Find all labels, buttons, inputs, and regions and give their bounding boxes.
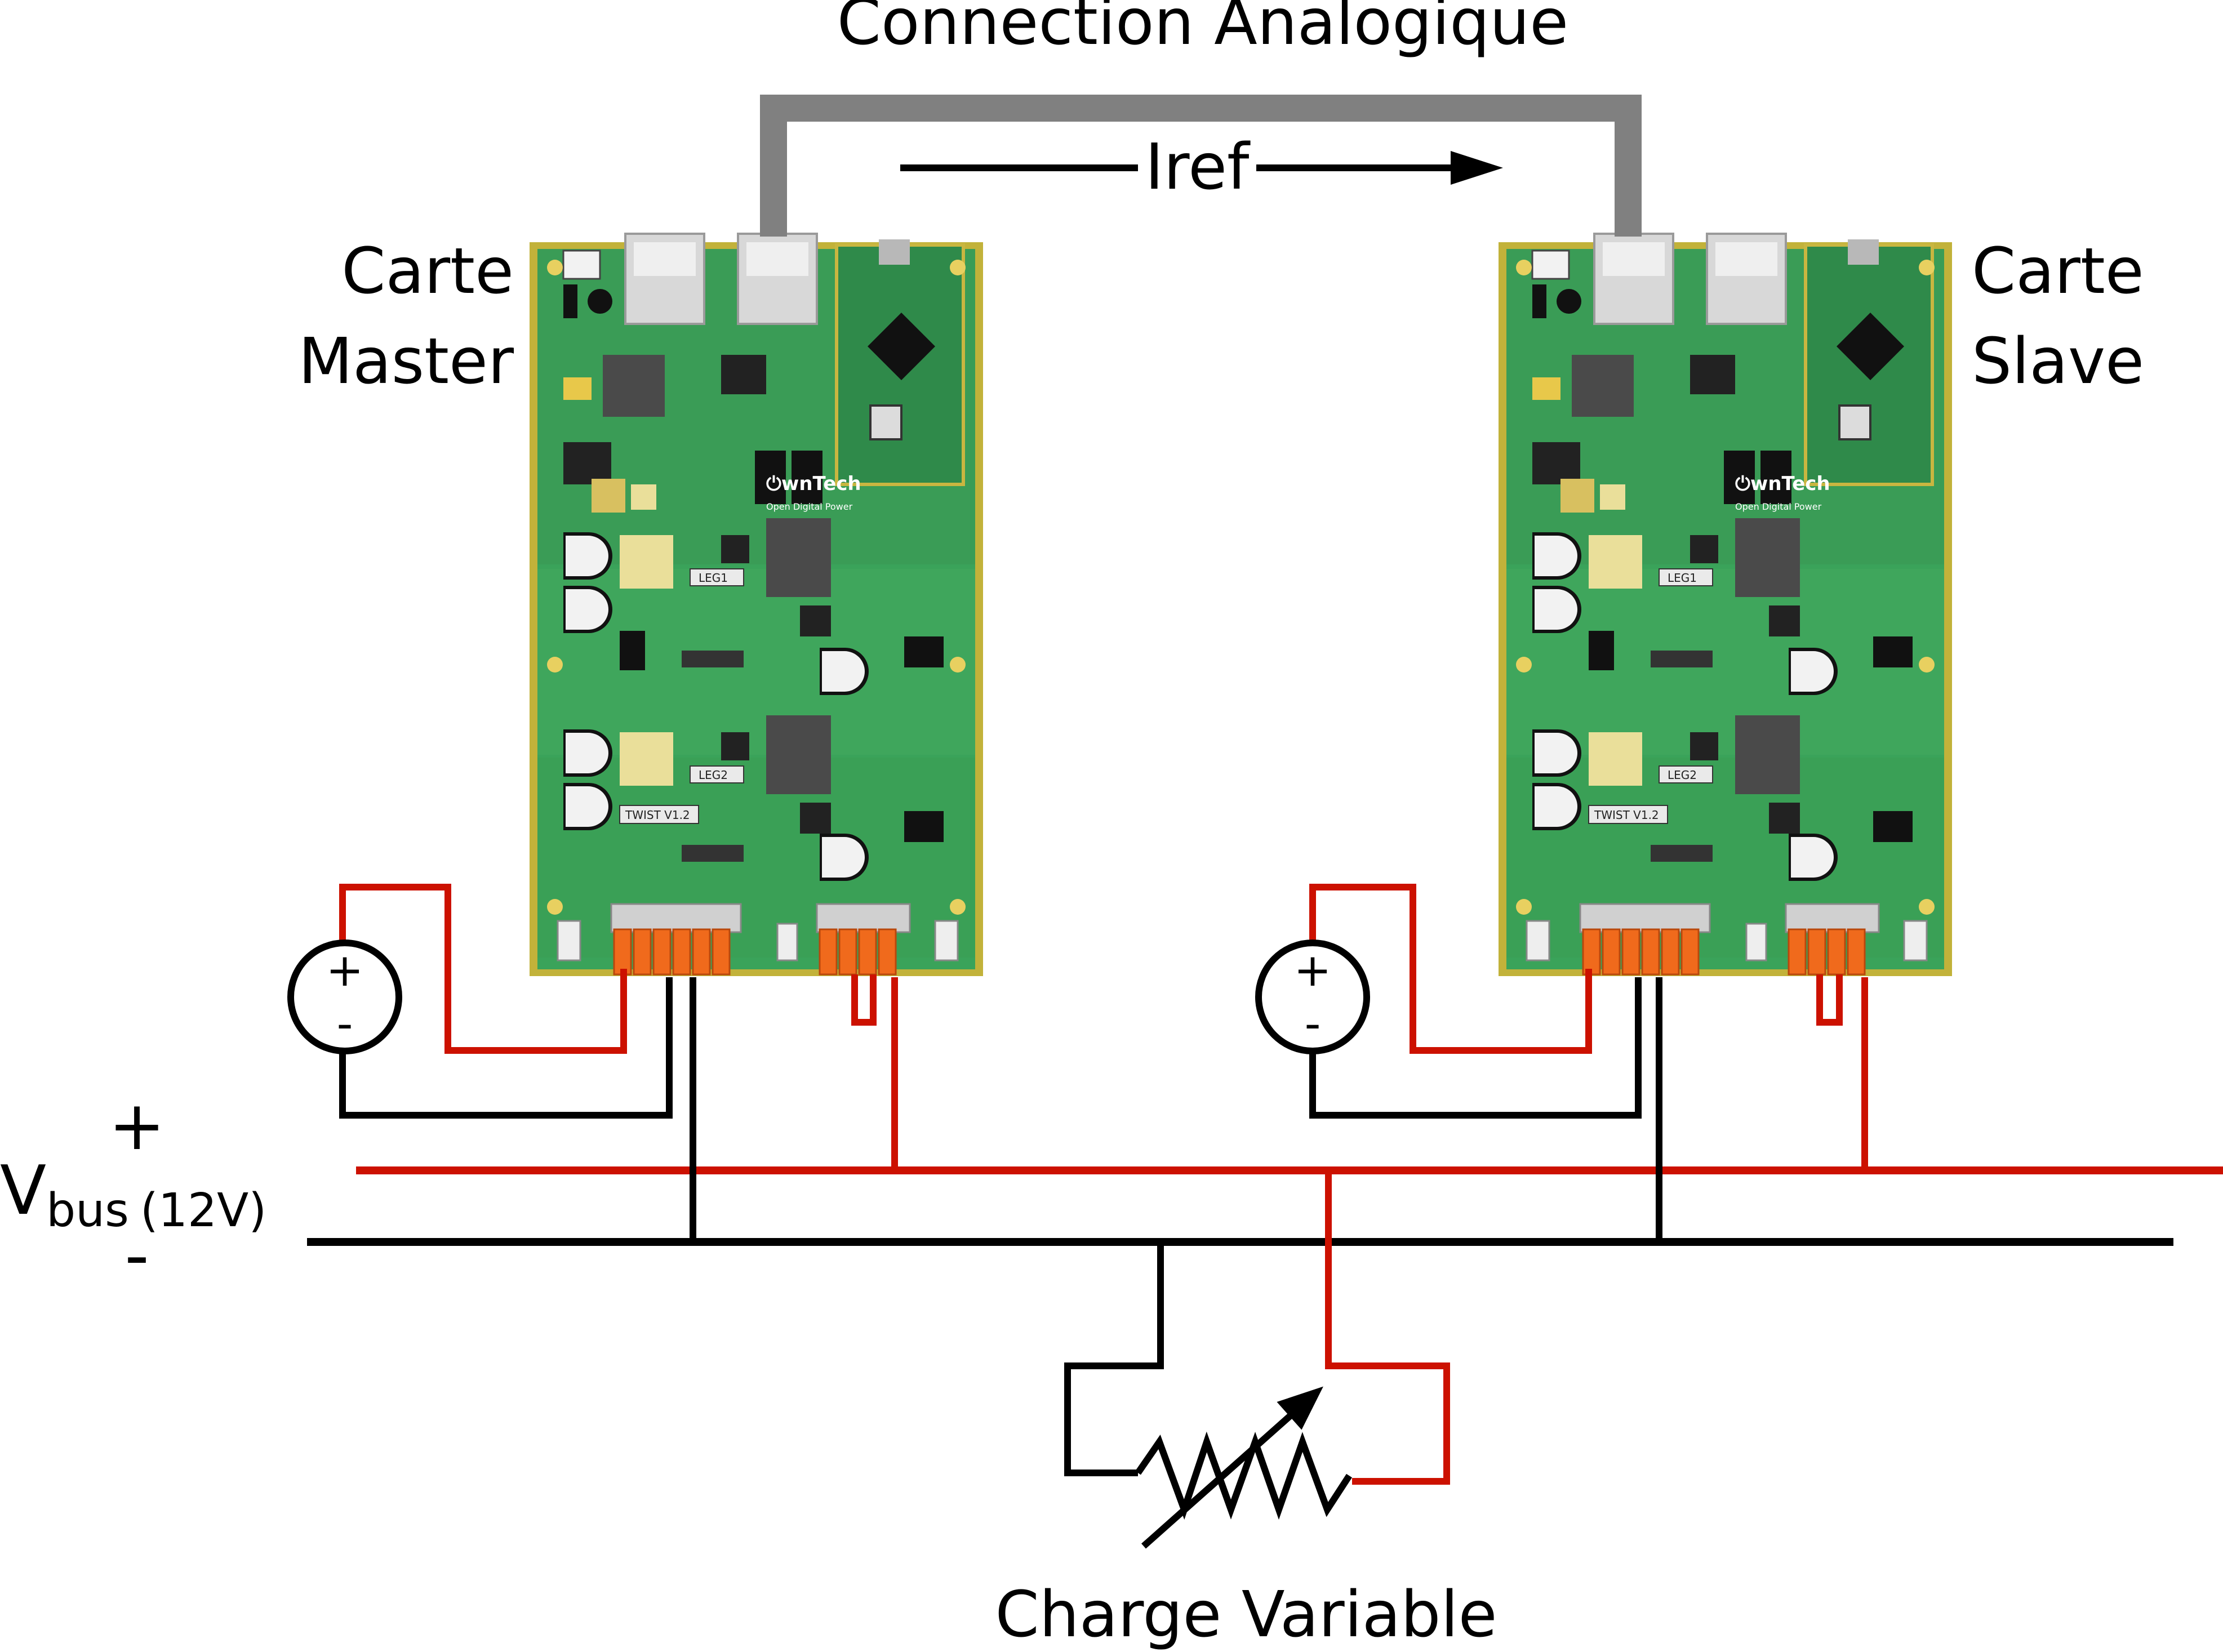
slave-label-line2: Slave: [1972, 325, 2144, 398]
master-label-line1: Carte: [341, 235, 514, 308]
slave-source-minus: -: [1305, 998, 1321, 1050]
vbus-symbol: V: [0, 1152, 46, 1230]
master-source-plus: +: [326, 944, 363, 996]
bus-plus-label: +: [109, 1087, 166, 1165]
master-label-line2: Master: [299, 325, 514, 398]
resistor-zigzag: [1138, 1442, 1349, 1509]
master-voltage-source: + -: [291, 943, 399, 1051]
slave-label-line1: Carte: [1972, 235, 2144, 308]
iref-label: Iref: [1145, 131, 1251, 204]
vbus-rating: (12V): [140, 1184, 266, 1237]
top-title: Connection Analogique: [837, 0, 1568, 59]
master-board: [530, 234, 983, 976]
slave-voltage-source: + -: [1259, 943, 1367, 1051]
variable-load: [1068, 1170, 1447, 1546]
slave-board: [1499, 234, 1952, 976]
vbus-subscript: bus: [46, 1184, 129, 1237]
master-source-minus: -: [337, 998, 353, 1050]
load-label: Charge Variable: [995, 1578, 1497, 1651]
slave-source-plus: +: [1293, 944, 1331, 996]
